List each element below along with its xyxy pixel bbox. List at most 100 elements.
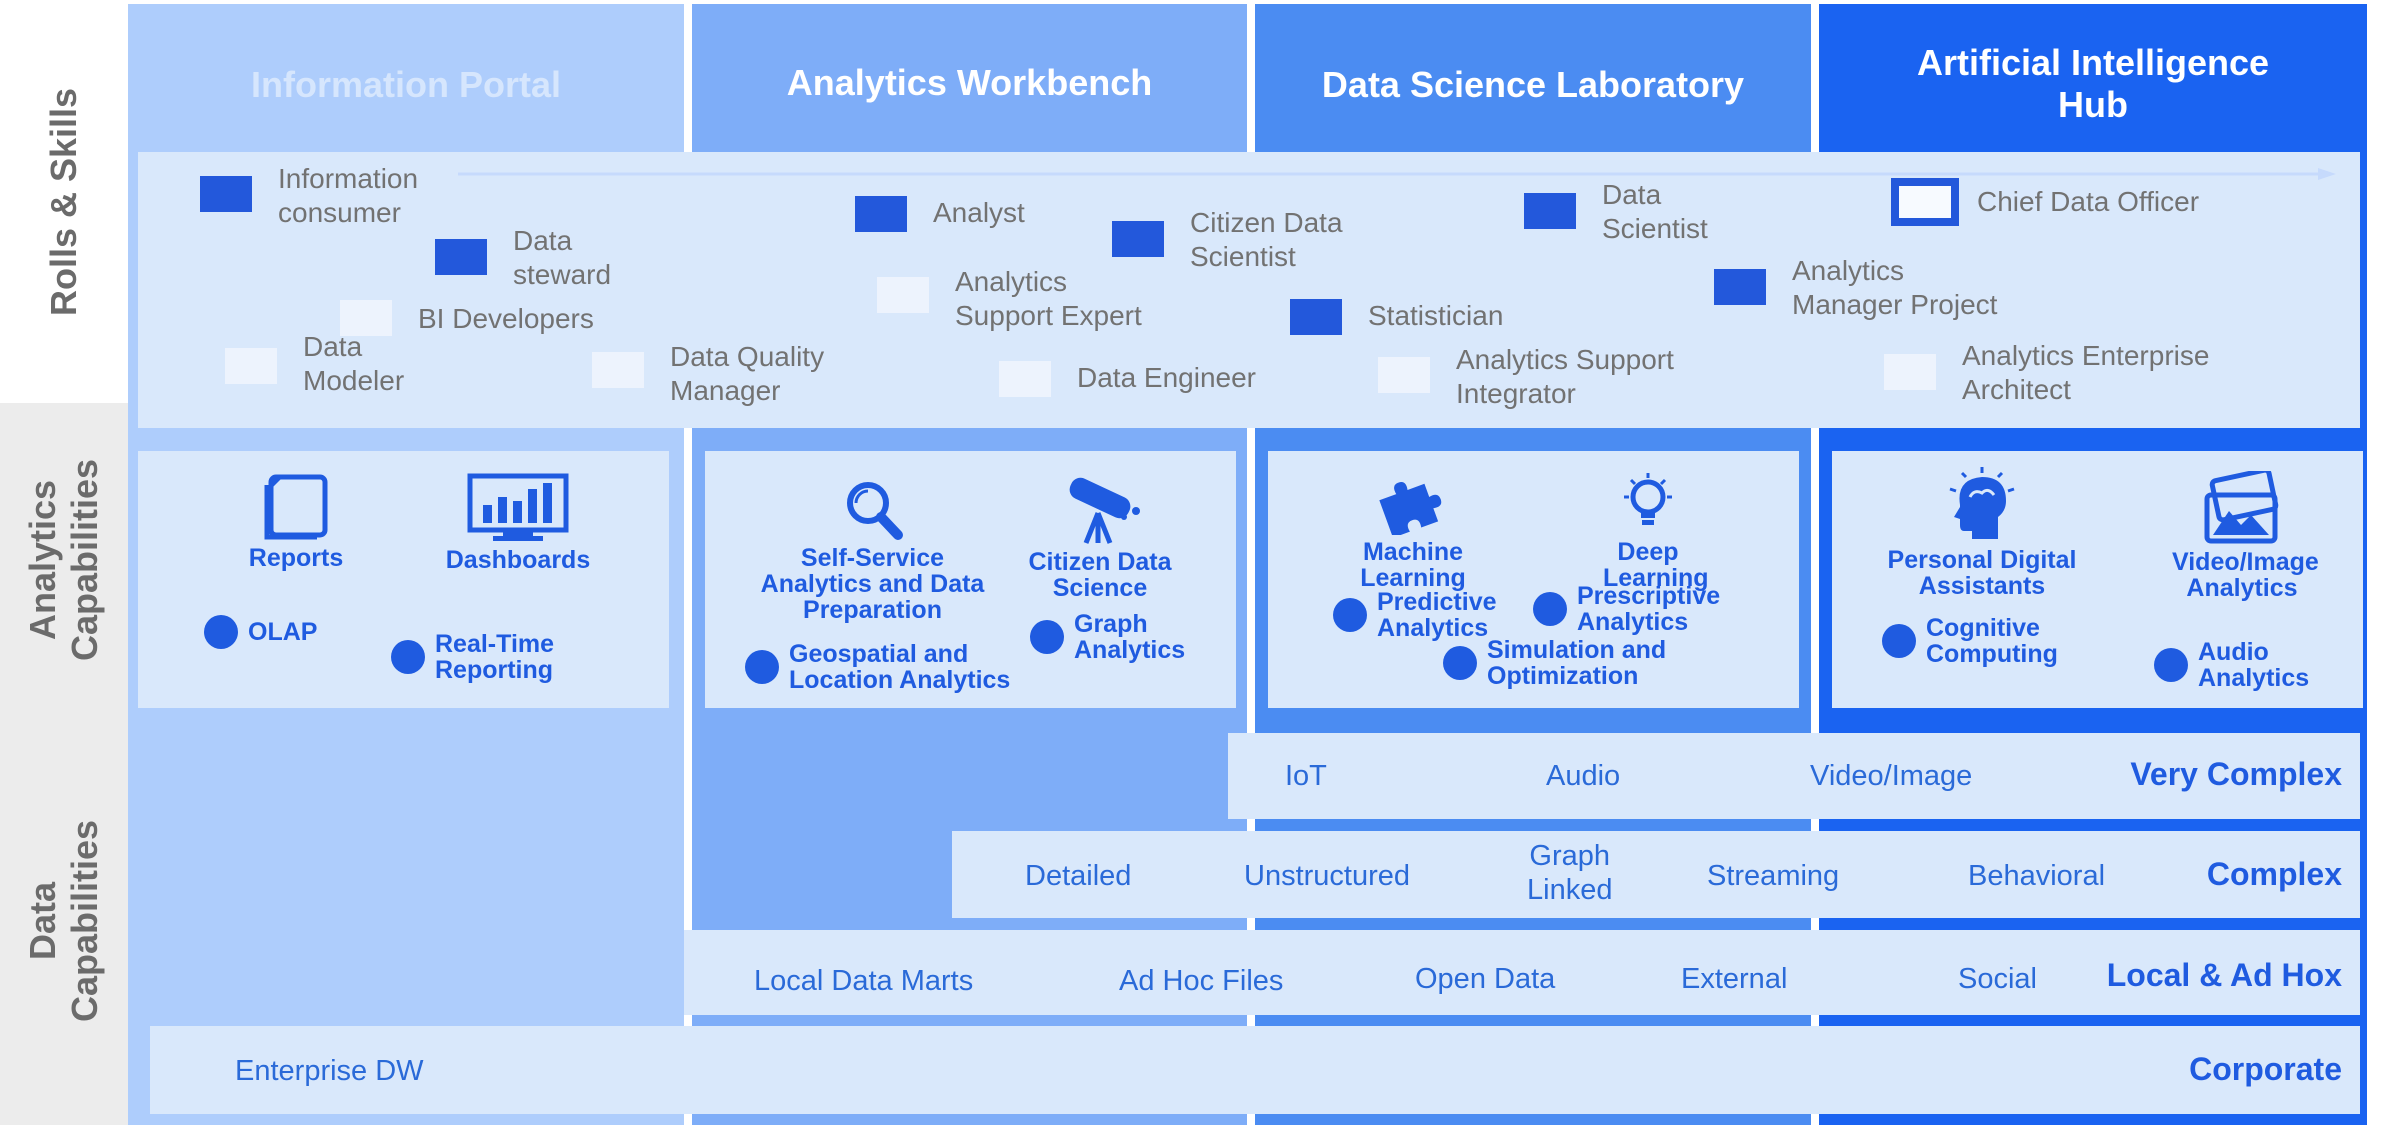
data-band-title: Local & Ad Hox	[2106, 957, 2342, 993]
capability-machine-learning: Machine Learning	[1348, 471, 1478, 591]
role-chief-data-officer: Chief Data Officer	[1891, 178, 2199, 226]
role-empty-swatch	[1884, 354, 1936, 390]
role-citizen-data-scientist: Citizen Data Scientist	[1112, 206, 1370, 274]
role-filled-swatch	[855, 196, 907, 232]
role-empty-swatch	[225, 348, 277, 384]
capability-simulation-optimization: Simulation and Optimization	[1443, 637, 1677, 689]
data-band-local-ad-hox: Local Data Marts Ad Hoc Files Open Data …	[684, 930, 2360, 1015]
data-item: Social	[1958, 963, 2037, 995]
data-item: Audio	[1546, 760, 1621, 792]
role-filled-swatch	[1524, 193, 1576, 229]
capability-video-image-analytics: Video/Image Analytics	[2152, 471, 2332, 601]
bullet-dot	[1882, 624, 1916, 658]
capabilities-card-hub: Personal Digital Assistants Video/Image …	[1832, 451, 2363, 708]
column-title: Artificial Intelligence Hub	[1916, 42, 2270, 125]
data-band-title: Very Complex	[2130, 756, 2342, 792]
capability-reports: Reports	[236, 473, 356, 571]
side-label-analytics: Analytics Capabilities	[22, 458, 105, 661]
role-filled-swatch	[1290, 299, 1342, 335]
side-strip	[0, 403, 128, 1125]
role-empty-swatch	[999, 361, 1051, 397]
role-data-quality-manager: Data Quality Manager	[592, 340, 850, 408]
data-band-very-complex: IoT Audio Video/Image Very Complex	[1228, 733, 2360, 819]
role-statistician: Statistician	[1290, 299, 1503, 335]
side-label-roles: Rolls & Skills	[43, 87, 85, 316]
role-analytics-support-integrator: Analytics Support Integrator	[1378, 343, 1706, 411]
role-analytics-manager-project: Analytics Manager Project	[1714, 254, 2022, 322]
capability-cognitive-computing: Cognitive Computing	[1882, 615, 2066, 667]
role-analytics-enterprise-architect: Analytics Enterprise Architect	[1884, 339, 2242, 407]
column-title: Data Science Laboratory	[1321, 64, 1745, 105]
data-item: Open Data	[1415, 963, 1556, 995]
capability-dashboards: Dashboards	[438, 473, 598, 573]
role-filled-swatch	[435, 239, 487, 275]
magnifier-icon	[846, 482, 903, 540]
roles-panel	[138, 152, 2360, 428]
side-label-data: Data Capabilities	[22, 819, 105, 1022]
data-item: Behavioral	[1968, 860, 2106, 892]
data-band-title: Complex	[2206, 856, 2342, 892]
role-information-consumer: Information consumer	[200, 162, 468, 230]
brain-head-icon	[1949, 467, 2015, 539]
data-item: Enterprise DW	[235, 1055, 424, 1087]
capability-citizen-data-science: Citizen Data Science	[1020, 473, 1180, 601]
lightbulb-icon	[1624, 473, 1672, 525]
data-item: IoT	[1285, 760, 1327, 792]
capability-graph-analytics: Graph Analytics	[1030, 611, 1185, 663]
role-filled-swatch	[200, 176, 252, 212]
data-band-corporate: Enterprise DW Corporate	[150, 1026, 2360, 1114]
bullet-dot	[391, 640, 425, 674]
capability-personal-digital-assistants: Personal Digital Assistants	[1872, 467, 2092, 599]
role-empty-swatch	[1891, 178, 1959, 226]
data-item: Ad Hoc Files	[1119, 965, 1284, 997]
capability-deep-learning: Deep Learning	[1588, 471, 1709, 591]
column-title: Information Portal	[250, 64, 561, 105]
role-filled-swatch	[1112, 221, 1164, 257]
column-title: Analytics Workbench	[786, 62, 1153, 103]
capability-olap: OLAP	[204, 615, 317, 649]
role-bi-developers: BI Developers	[340, 300, 594, 336]
document-stack-icon	[264, 474, 328, 540]
role-filled-swatch	[1714, 269, 1766, 305]
data-item: Graph Linked	[1527, 840, 1613, 906]
role-data-steward: Data steward	[435, 224, 633, 292]
capability-self-service: Self-Service Analytics and Data Preparat…	[760, 479, 985, 623]
capability-predictive-analytics: Predictive Analytics	[1333, 589, 1497, 641]
capability-prescriptive-analytics: Prescriptive Analytics	[1533, 583, 1720, 635]
capability-audio-analytics: Audio Analytics	[2154, 639, 2309, 691]
data-item: External	[1681, 963, 1788, 995]
role-analytics-support-expert: Analytics Support Expert	[877, 265, 1155, 333]
bullet-dot	[1443, 646, 1477, 680]
telescope-icon	[1069, 477, 1140, 544]
data-item: Detailed	[1025, 860, 1132, 892]
role-analyst: Analyst	[855, 196, 1025, 232]
role-empty-swatch	[877, 277, 929, 313]
capability-real-time-reporting: Real-Time Reporting	[391, 631, 585, 683]
capabilities-card-portal: Reports Dashboards OLAP Real-Time Report…	[138, 451, 669, 708]
capabilities-card-lab: Machine Learning Deep Learning Predictiv…	[1268, 451, 1799, 708]
role-empty-swatch	[340, 300, 392, 336]
bullet-dot	[1533, 592, 1567, 626]
bullet-dot	[204, 615, 238, 649]
role-data-engineer: Data Engineer	[999, 361, 1256, 397]
data-item: Local Data Marts	[754, 965, 974, 997]
bullet-dot	[1030, 620, 1064, 654]
data-item: Unstructured	[1244, 860, 1411, 892]
role-data-modeler: Data Modeler	[225, 330, 423, 398]
data-item: Video/Image	[1810, 760, 1973, 792]
role-empty-swatch	[1378, 357, 1430, 393]
bar-chart-icon	[467, 473, 569, 541]
role-empty-swatch	[592, 352, 644, 388]
puzzle-icon	[1379, 482, 1442, 535]
capabilities-card-workbench: Self-Service Analytics and Data Preparat…	[705, 451, 1236, 708]
capability-geospatial: Geospatial and Location Analytics	[745, 641, 1019, 693]
bullet-dot	[1333, 598, 1367, 632]
image-stack-icon	[2204, 471, 2279, 544]
bullet-dot	[2154, 648, 2188, 682]
bullet-dot	[745, 650, 779, 684]
role-data-scientist: Data Scientist	[1524, 178, 1732, 246]
data-band-complex: Detailed Unstructured Graph Linked Strea…	[952, 831, 2360, 918]
progression-arrow-icon	[458, 168, 2336, 180]
data-item: Streaming	[1707, 860, 1840, 892]
data-band-title: Corporate	[2189, 1051, 2342, 1087]
